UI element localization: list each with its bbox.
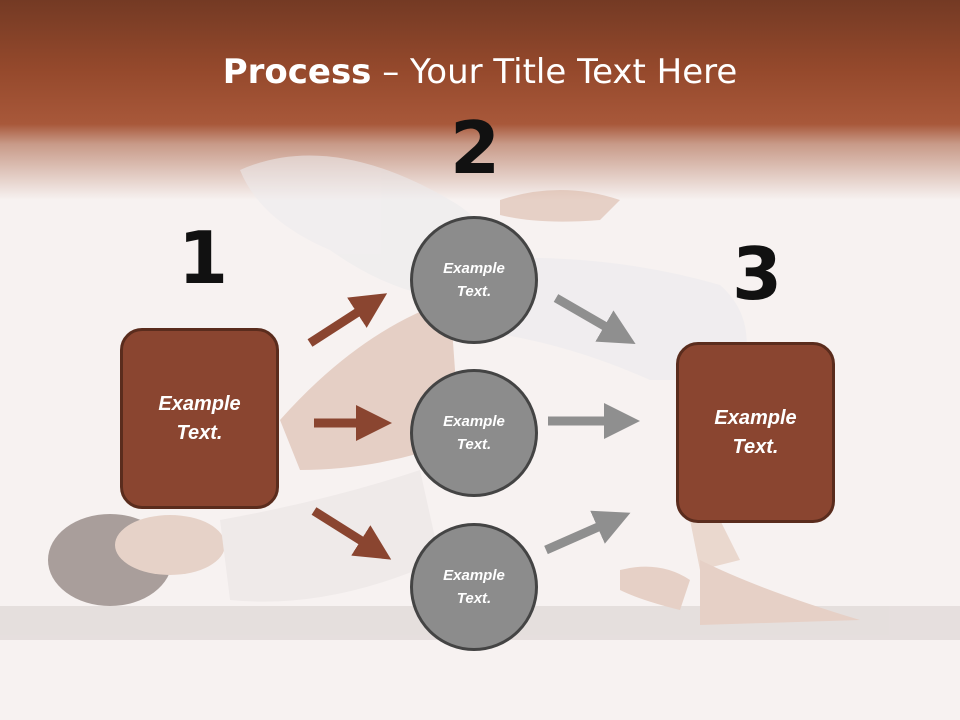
arrow-to-bottom-circle bbox=[311, 507, 392, 560]
step-3-label-line2: Text. bbox=[732, 435, 779, 458]
circle-top-line1: Example bbox=[443, 260, 505, 277]
step-number-3: 3 bbox=[732, 232, 783, 316]
circle-bottom-line1: Example bbox=[443, 567, 505, 584]
step-1-label-line1: Example bbox=[158, 392, 241, 415]
circle-top-line2: Text. bbox=[456, 283, 492, 300]
header-band bbox=[0, 0, 960, 200]
step-1-label-line2: Text. bbox=[176, 421, 223, 444]
circle-middle-line2: Text. bbox=[456, 436, 492, 453]
arrow-bottom-to-step3 bbox=[544, 510, 631, 555]
step-3-label-line1: Example bbox=[714, 406, 797, 429]
circle-bottom-line2: Text. bbox=[456, 590, 492, 607]
step-number-1: 1 bbox=[178, 216, 229, 300]
arrow-top-to-step3 bbox=[553, 294, 636, 345]
title-bold: Process bbox=[222, 52, 372, 92]
arrow-to-top-circle bbox=[307, 293, 388, 347]
step-number-2: 2 bbox=[450, 106, 501, 190]
title-rest: – Your Title Text Here bbox=[371, 52, 738, 92]
circle-middle-line1: Example bbox=[443, 413, 505, 430]
slide-title: Process – Your Title Text Here bbox=[0, 52, 960, 92]
